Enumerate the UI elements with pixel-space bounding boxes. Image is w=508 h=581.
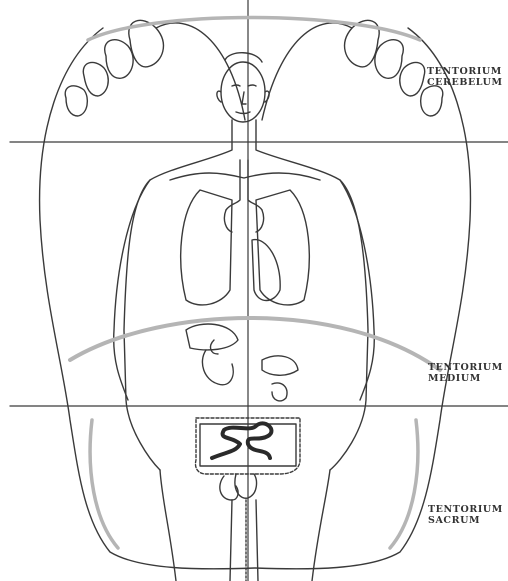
big-toe-left bbox=[156, 23, 245, 120]
stomach bbox=[202, 350, 233, 385]
leg-left bbox=[160, 470, 176, 581]
toes-left bbox=[65, 20, 163, 116]
arm-left bbox=[114, 180, 150, 400]
label-line2: SACRUM bbox=[428, 515, 503, 526]
label-line1: TENTORIUM bbox=[428, 362, 503, 373]
lung-right bbox=[256, 190, 309, 305]
lung-left bbox=[181, 190, 232, 305]
label-line2: CEREBELUM bbox=[427, 77, 503, 88]
kidney-right bbox=[272, 383, 287, 401]
label-line1: TENTORIUM bbox=[428, 504, 503, 515]
label-line2: MEDIUM bbox=[428, 373, 503, 384]
clavicles bbox=[170, 173, 320, 180]
big-toe-right bbox=[262, 23, 352, 120]
pancreas bbox=[262, 356, 298, 375]
label-tentorium-cerebelum: TENTORIUM CEREBELUM bbox=[427, 66, 503, 88]
label-line1: TENTORIUM bbox=[427, 66, 503, 77]
arm-right bbox=[340, 180, 374, 400]
liver bbox=[186, 324, 238, 350]
heart bbox=[252, 240, 280, 301]
label-tentorium-medium: TENTORIUM MEDIUM bbox=[428, 362, 503, 384]
small-intestine bbox=[212, 423, 271, 458]
leg-right bbox=[312, 470, 330, 581]
foot-outline bbox=[40, 28, 471, 569]
gallbladder bbox=[211, 340, 218, 354]
label-tentorium-sacrum: TENTORIUM SACRUM bbox=[428, 504, 503, 526]
outer-arc-left bbox=[90, 420, 118, 548]
